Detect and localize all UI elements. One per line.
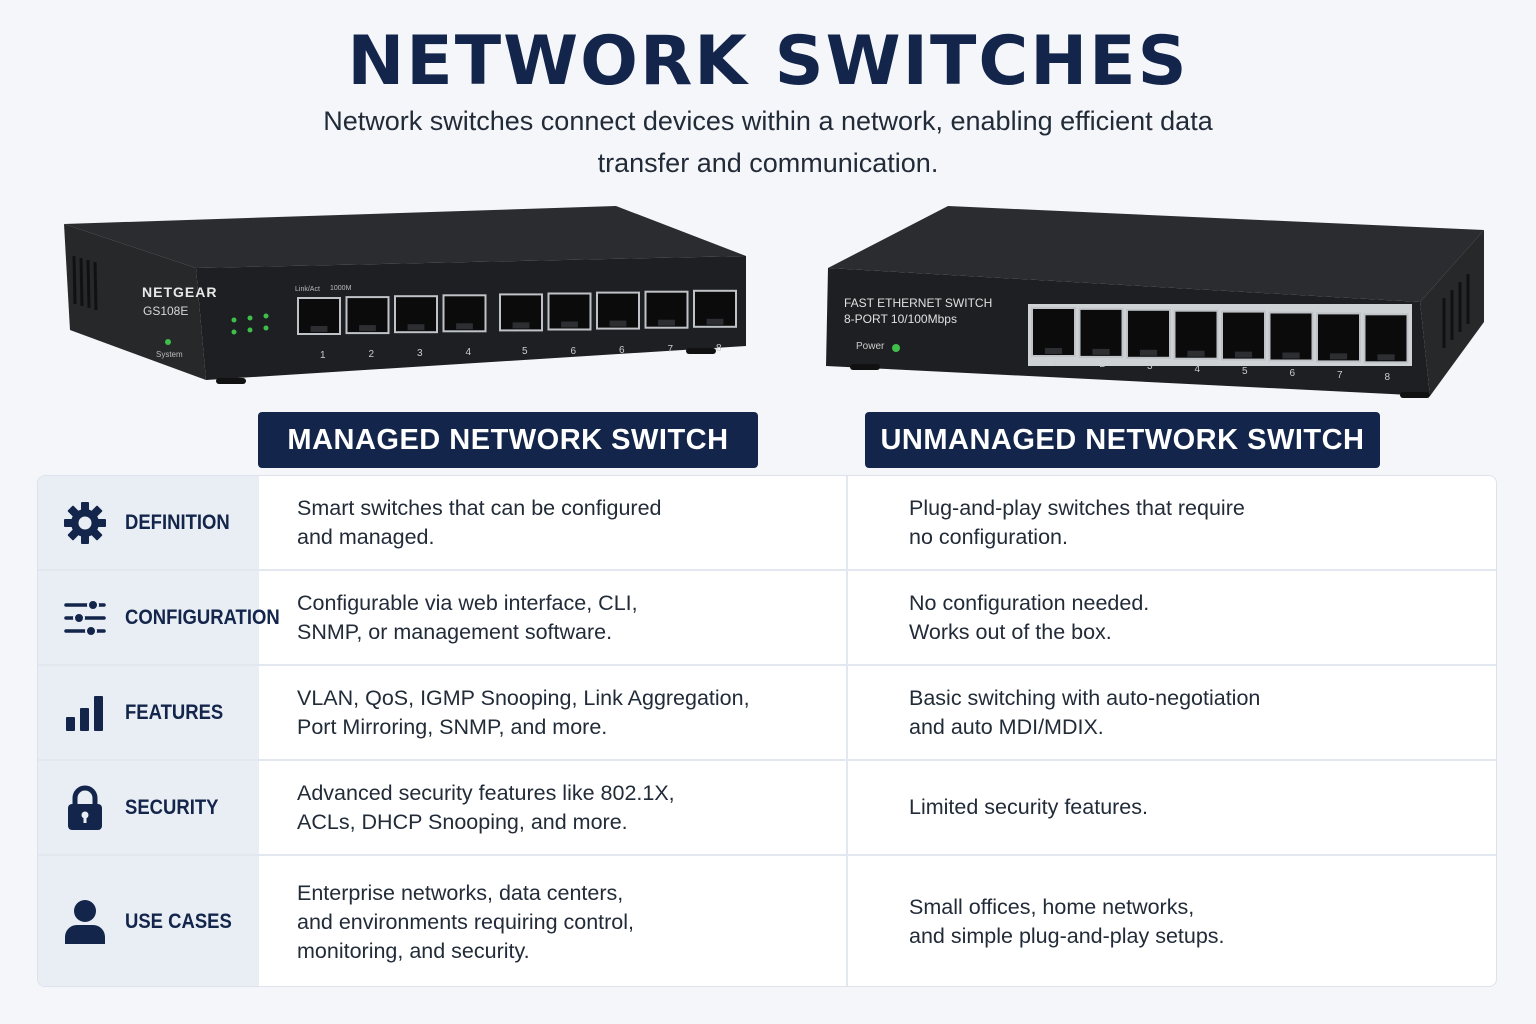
unmanaged-port-label: 7 xyxy=(1337,370,1343,382)
managed-features-cell: VLAN, QoS, IGMP Snooping, Link Aggregati… xyxy=(297,685,750,739)
row-label-cell: USE CASES xyxy=(38,856,259,986)
managed-switch-image xyxy=(64,206,746,384)
ethernet-port-notch xyxy=(407,324,425,331)
managed-configuration-cell: Configurable via web interface, CLI, SNM… xyxy=(297,590,638,644)
table-row-configuration: CONFIGURATION Configurable via web inter… xyxy=(38,571,1496,666)
table-row-security: SECURITY Advanced security features like… xyxy=(38,761,1496,856)
managed-led-header-1000m: 1000M xyxy=(330,285,352,292)
page-title: NETWORK SWITCHES xyxy=(347,22,1189,101)
managed-port-label: 8 xyxy=(716,342,722,354)
unmanaged-port-label: 2 xyxy=(1099,359,1106,371)
unmanaged-line1-label: FAST ETHERNET SWITCH xyxy=(844,296,993,310)
ethernet-port-notch xyxy=(706,318,724,325)
ethernet-port-notch xyxy=(561,321,578,328)
unmanaged-definition-cell: Plug-and-play switches that require no c… xyxy=(909,495,1245,549)
managed-port-label: 1 xyxy=(320,350,326,361)
ethernet-port-notch xyxy=(1329,353,1348,360)
unmanaged-switch-image xyxy=(826,206,1484,398)
managed-column-header: MANAGED NETWORK SWITCH xyxy=(258,412,758,468)
unmanaged-column-header: UNMANAGED NETWORK SWITCH xyxy=(865,412,1380,468)
unmanaged-features-cell: Basic switching with auto-negotiation an… xyxy=(909,685,1261,739)
managed-use-cases-cell: Enterprise networks, data centers, and e… xyxy=(297,880,635,963)
managed-port-label: 5 xyxy=(522,346,528,358)
sliders-icon xyxy=(62,595,108,641)
managed-led-header-linkact: Link/Act xyxy=(295,286,320,293)
gear-icon xyxy=(62,500,108,546)
unmanaged-port-label: 1 xyxy=(1052,357,1058,368)
row-title-configuration: CONFIGURATION xyxy=(125,605,280,629)
managed-port-label: 7 xyxy=(667,343,674,355)
row-title-definition: DEFINITION xyxy=(125,510,230,534)
ethernet-port-notch xyxy=(456,323,473,330)
row-title-features: FEATURES xyxy=(125,700,224,724)
table-row-features: FEATURES VLAN, QoS, IGMP Snooping, Link … xyxy=(38,666,1496,761)
managed-model-label: GS108E xyxy=(143,304,189,318)
ethernet-port-notch xyxy=(359,325,376,332)
row-label-cell: FEATURES xyxy=(38,666,259,759)
bar-chart-icon xyxy=(62,690,108,736)
ethernet-port-notch xyxy=(1187,350,1205,357)
row-title-security: SECURITY xyxy=(125,795,219,819)
managed-security-cell: Advanced security features like 802.1X, … xyxy=(297,780,675,834)
unmanaged-port-label: 4 xyxy=(1194,363,1201,375)
managed-port-label: 2 xyxy=(368,349,375,361)
row-label-cell: DEFINITION xyxy=(38,476,259,569)
ethernet-port-notch xyxy=(512,322,530,329)
ethernet-port-notch xyxy=(1282,352,1300,359)
comparison-table: DEFINITION Smart switches that can be co… xyxy=(37,475,1497,987)
unmanaged-security-cell: Limited security features. xyxy=(909,795,1148,819)
managed-definition-cell: Smart switches that can be configured an… xyxy=(297,495,662,549)
ethernet-port xyxy=(499,293,543,332)
row-label-cell: SECURITY xyxy=(38,761,259,854)
managed-port-label: 3 xyxy=(417,348,423,360)
unmanaged-configuration-cell: No configuration needed. Works out of th… xyxy=(909,590,1150,644)
ethernet-port-notch xyxy=(658,319,675,326)
unmanaged-power-label: Power xyxy=(856,341,885,352)
row-title-use-cases: USE CASES xyxy=(125,910,232,933)
column-divider xyxy=(846,476,848,986)
ethernet-port-notch xyxy=(609,320,627,327)
ethernet-port-notch xyxy=(310,326,328,332)
ethernet-port xyxy=(1126,308,1171,359)
table-row-definition: DEFINITION Smart switches that can be co… xyxy=(38,476,1496,571)
managed-port-label: 6 xyxy=(570,345,577,357)
unmanaged-port-label: 8 xyxy=(1384,372,1391,384)
row-label-cell: CONFIGURATION xyxy=(38,571,280,664)
ethernet-port-notch xyxy=(1092,348,1110,355)
managed-system-label: System xyxy=(156,350,183,359)
ethernet-port-notch xyxy=(1234,351,1253,358)
page-subtitle: Network switches connect devices within … xyxy=(323,106,1213,178)
unmanaged-port-label: 6 xyxy=(1289,368,1296,379)
ethernet-port xyxy=(547,292,592,331)
unmanaged-port-label: 5 xyxy=(1242,365,1248,377)
lock-icon xyxy=(62,785,108,831)
ethernet-port-notch xyxy=(1139,349,1158,356)
ethernet-port-notch xyxy=(1377,354,1395,361)
ethernet-port-notch xyxy=(1044,348,1063,354)
unmanaged-use-cases-cell: Small offices, home networks, and simple… xyxy=(909,895,1225,948)
user-icon xyxy=(62,899,108,945)
ethernet-port xyxy=(1363,313,1409,364)
managed-brand-label: NETGEAR xyxy=(142,284,218,300)
unmanaged-line2-label: 8-PORT 10/100Mbps xyxy=(844,312,957,326)
managed-port-label: 4 xyxy=(465,347,472,359)
unmanaged-port-label: 3 xyxy=(1147,361,1153,373)
table-row-use-cases: USE CASES Enterprise networks, data cent… xyxy=(38,856,1496,986)
managed-port-label: 6 xyxy=(619,344,625,356)
